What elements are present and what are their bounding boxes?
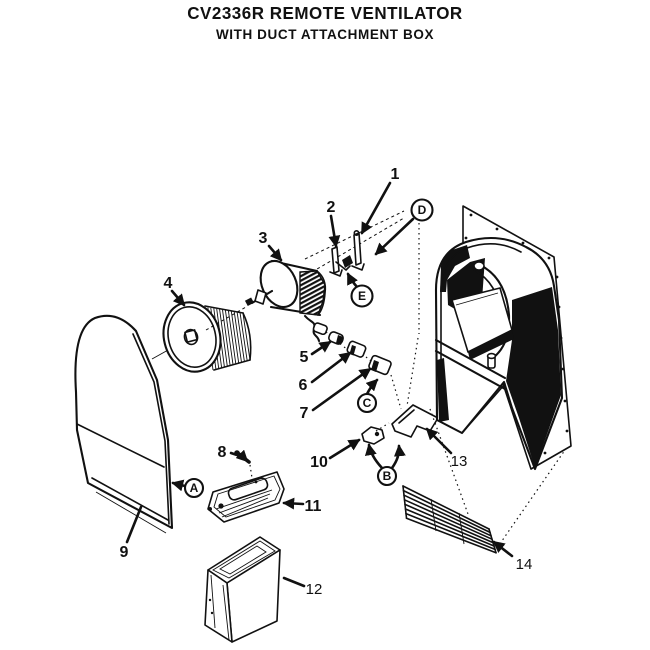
callout-circle-a: [183, 477, 205, 499]
blower-wheel-part4-drawing: [162, 301, 252, 373]
duct-housing-drawing: [402, 205, 572, 554]
callout-circle-e: [350, 284, 374, 308]
connector-parts5-7-drawing: [325, 331, 402, 410]
callout-circle-b: [376, 465, 398, 487]
callout-letter-b: B: [383, 469, 392, 483]
part-label-1: 1: [391, 166, 400, 183]
callout-circle-c: [356, 392, 378, 414]
side-panel-part9-drawing: [74, 314, 187, 534]
callout-letter-a: A: [190, 481, 199, 495]
callout-circles: A B C D E: [183, 198, 434, 499]
callout-letter-e: E: [358, 289, 366, 303]
leader-lines: [125, 181, 514, 588]
grille-part14-drawing: [402, 485, 497, 554]
filter-box-part12-drawing: [204, 536, 281, 643]
title-block: CV2336R REMOTE VENTILATOR WITH DUCT ATTA…: [0, 3, 650, 43]
part-label-9: 9: [120, 544, 129, 561]
bracket-parts1-2-drawing: [304, 210, 405, 277]
part-label-13: 13: [451, 453, 468, 470]
part-label-10: 10: [310, 454, 328, 471]
part-label-14: 14: [516, 556, 533, 573]
motor-part3-drawing: [244, 259, 328, 343]
part-label-8: 8: [218, 444, 227, 461]
callout-circle-d: [410, 198, 434, 222]
part-label-2: 2: [327, 199, 336, 216]
part-label-3: 3: [259, 230, 268, 247]
diagram-subtitle: WITH DUCT ATTACHMENT BOX: [215, 27, 435, 42]
part-label-6: 6: [299, 377, 308, 394]
callout-letter-d: D: [418, 203, 427, 217]
diagram-title: CV2336R REMOTE VENTILATOR: [187, 3, 463, 24]
clip-part10-bracket-part13-drawing: [361, 404, 469, 515]
part-label-12: 12: [306, 581, 323, 598]
part-label-11: 11: [305, 498, 322, 515]
part-label-5: 5: [300, 349, 309, 366]
part-label-4: 4: [164, 275, 173, 292]
callout-letter-c: C: [363, 396, 372, 410]
part-number-labels: 1 2 3 4 5 6 7 8 9 10 11 12 13 14: [120, 166, 533, 598]
part-label-7: 7: [300, 405, 309, 422]
